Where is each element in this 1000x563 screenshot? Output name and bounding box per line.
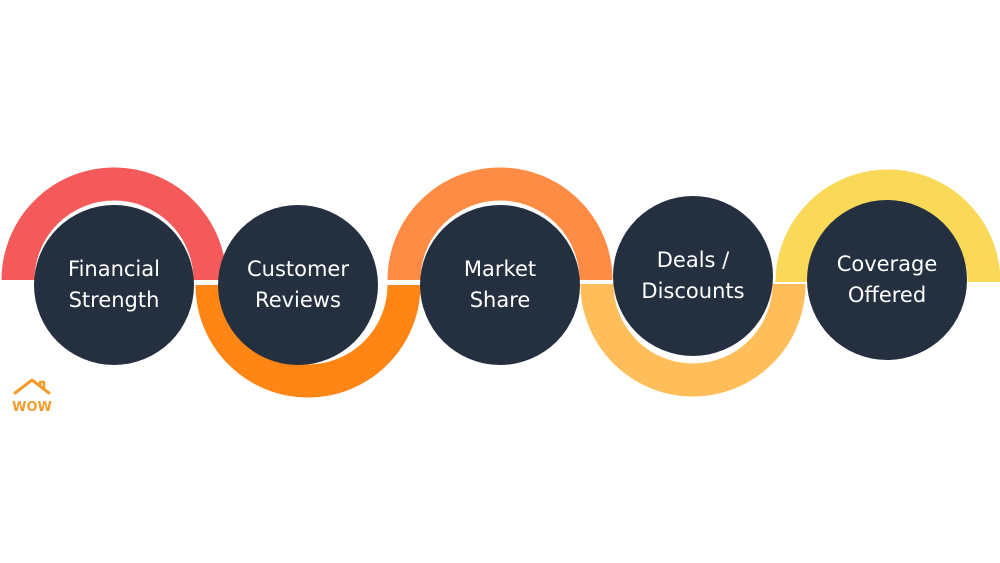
arc-coverage-offered bbox=[775, 169, 1000, 283]
step-label: Coverage Offered bbox=[836, 252, 938, 307]
step-financial-strength: Financial Strength bbox=[34, 205, 194, 365]
step-customer-reviews: Customer Reviews bbox=[218, 205, 378, 365]
arc-customer-reviews bbox=[195, 284, 421, 398]
wow-logo: WOW bbox=[12, 378, 52, 415]
step-market-share: Market Share bbox=[420, 205, 580, 365]
arc-deals-discounts bbox=[580, 283, 806, 397]
arc-financial-strength bbox=[1, 167, 227, 281]
step-deals-discounts: Deals / Discounts bbox=[613, 196, 773, 356]
step-label: Market Share bbox=[463, 257, 537, 312]
step-label: Customer Reviews bbox=[246, 257, 349, 312]
logo-text: WOW bbox=[12, 400, 52, 415]
step-label: Deals / Discounts bbox=[641, 248, 745, 303]
step-label: Financial Strength bbox=[68, 257, 160, 312]
arc-market-share bbox=[387, 167, 613, 281]
step-coverage-offered: Coverage Offered bbox=[807, 200, 967, 360]
house-icon bbox=[13, 378, 51, 395]
